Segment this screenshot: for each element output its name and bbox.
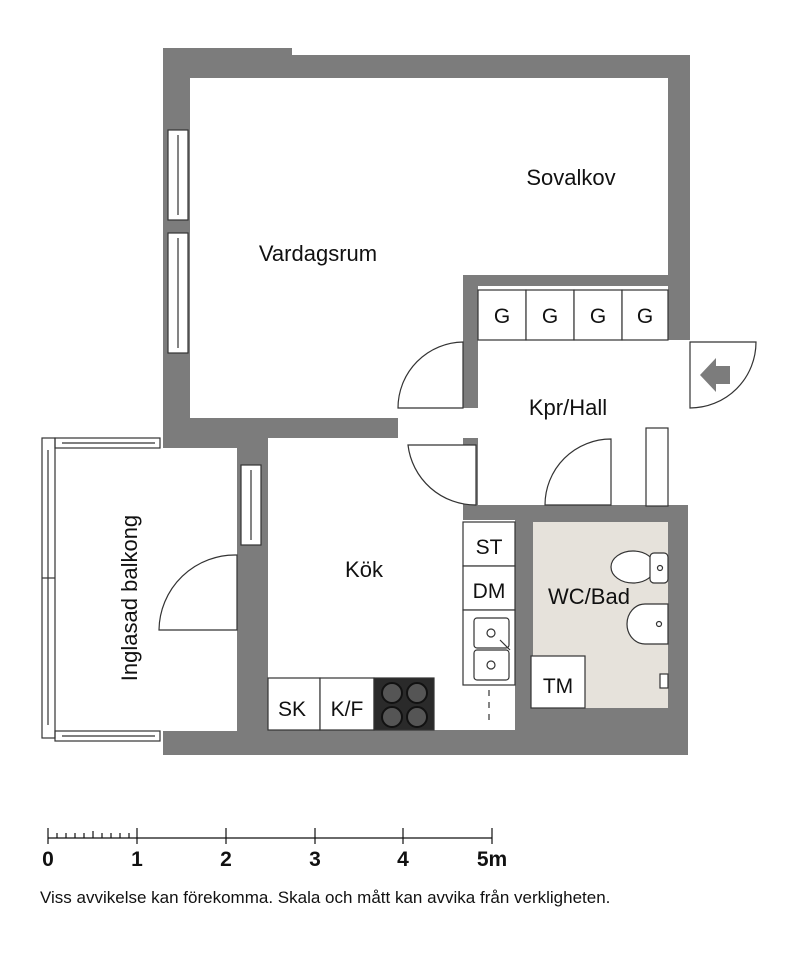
scale-label: 2 <box>220 848 232 871</box>
room-label-hall: Kpr/Hall <box>529 395 607 420</box>
scale-bar <box>47 828 493 844</box>
scale-labels: 0 1 2 3 4 5m <box>42 848 507 871</box>
wardrobe-label: G <box>542 305 558 328</box>
entrance-arrow-icon <box>700 358 730 392</box>
room-label-kok: Kök <box>345 557 384 582</box>
fixture-label-st: ST <box>476 536 503 559</box>
scale-label: 5m <box>477 848 507 871</box>
fixture-label-dm: DM <box>473 580 506 603</box>
bathroom-fixtures <box>530 550 669 709</box>
wardrobe-label: G <box>494 305 510 328</box>
disclaimer-text: Viss avvikelse kan förekomma. Skala och … <box>40 888 611 907</box>
room-label-balkong: Inglasad balkong <box>117 515 142 681</box>
room-label-sovalkov: Sovalkov <box>526 165 615 190</box>
scale-label: 0 <box>42 848 54 871</box>
room-labels: Sovalkov Vardagsrum Kpr/Hall Kök WC/Bad … <box>117 165 630 681</box>
scale-label: 1 <box>131 848 143 871</box>
fixture-label-tm: TM <box>543 675 573 698</box>
scale-label: 3 <box>309 848 321 871</box>
windows <box>167 129 262 546</box>
room-label-bad: WC/Bad <box>548 584 630 609</box>
room-label-vardagsrum: Vardagsrum <box>259 241 377 266</box>
fixture-label-sk: SK <box>278 698 306 721</box>
wardrobes <box>477 289 669 341</box>
wardrobe-label: G <box>590 305 606 328</box>
wardrobe-label: G <box>637 305 653 328</box>
fixture-labels: G G G G ST DM SK K/F TM <box>278 305 653 721</box>
stove-burners <box>381 682 428 728</box>
doors <box>158 341 757 631</box>
fixture-label-kf: K/F <box>331 698 364 721</box>
scale-label: 4 <box>397 848 409 871</box>
